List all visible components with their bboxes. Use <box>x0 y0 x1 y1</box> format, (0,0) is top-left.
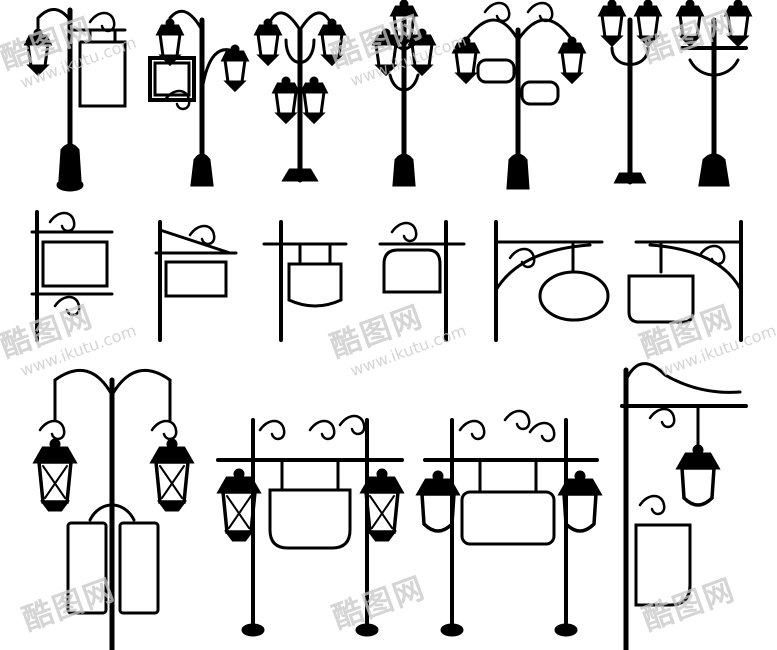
sign-bracket-4 <box>378 220 466 342</box>
lamp-post-1 <box>24 7 127 192</box>
twin-globe-arch-sign <box>416 409 602 637</box>
lamp-post-6 <box>598 0 662 185</box>
sign-bracket-1 <box>30 210 114 342</box>
sign-bracket-2 <box>154 220 238 342</box>
lamp-post-7 <box>676 0 752 187</box>
sign-bracket-5 <box>494 220 610 342</box>
sign-bracket-3 <box>262 220 348 342</box>
lamp-post-3 <box>254 11 346 183</box>
lamp-post-4 <box>372 0 436 187</box>
sign-bracket-6 <box>627 220 743 342</box>
double-lamp-post <box>33 369 194 650</box>
wall-lamp-and-sign <box>620 362 748 650</box>
lamp-post-2 <box>148 9 249 187</box>
twin-lantern-arch-sign <box>216 414 404 637</box>
lamp-post-5 <box>452 1 586 190</box>
